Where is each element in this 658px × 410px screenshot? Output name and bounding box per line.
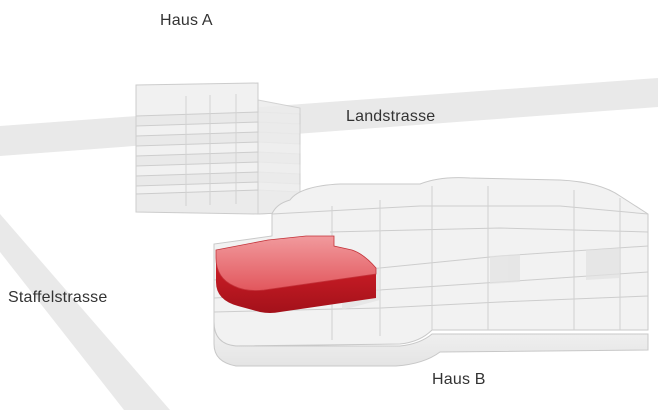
- label-haus-b: Haus B: [432, 371, 486, 388]
- street-staffelstrasse: [0, 214, 170, 410]
- label-staffelstrasse: Staffelstrasse: [8, 289, 108, 306]
- highlighted-apartment-unit: [215, 235, 377, 313]
- building-haus-a: [135, 82, 301, 215]
- label-haus-a: Haus A: [160, 12, 213, 29]
- street-landstrasse: [0, 78, 658, 156]
- label-landstrasse: Landstrasse: [346, 108, 436, 125]
